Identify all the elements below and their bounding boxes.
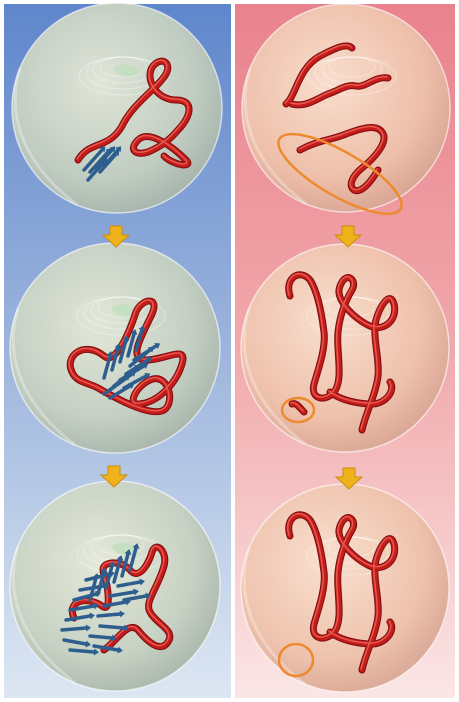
- spin-arrow-icon: [70, 650, 94, 652]
- left-sphere-stage-3: [10, 481, 220, 691]
- spin-arrow-icon: [62, 628, 86, 630]
- right-sphere-stage-1: [242, 4, 450, 212]
- spin-arrow-icon: [100, 626, 124, 628]
- left-sphere-stage-2: [10, 243, 220, 453]
- spin-arrow-icon: [98, 614, 120, 616]
- spin-arrow-icon: [90, 636, 112, 638]
